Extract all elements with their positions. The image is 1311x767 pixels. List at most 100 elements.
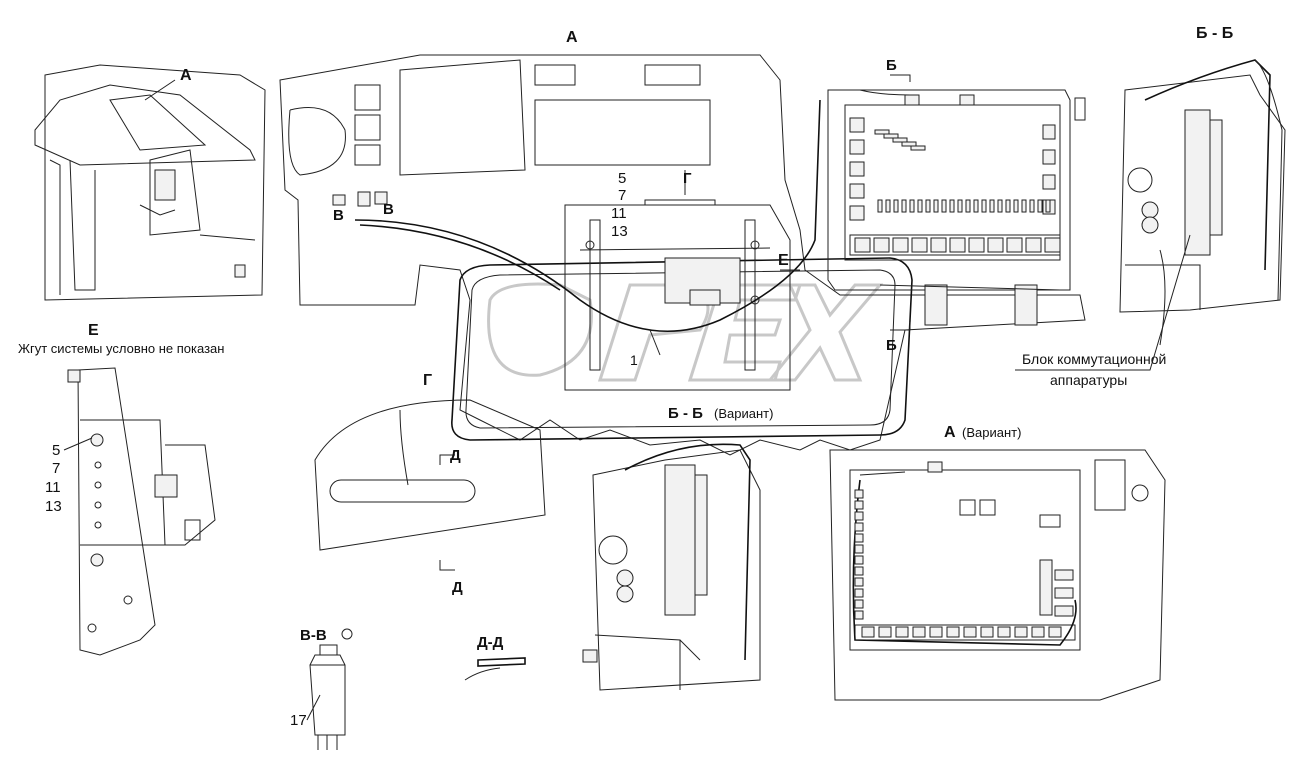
connector-bottom: [911, 237, 928, 253]
section-d-bottom-label: Д: [452, 579, 463, 596]
variant-word-1: (Вариант): [714, 406, 773, 421]
view-g-title: Г: [423, 372, 432, 389]
terminal-pin: [997, 199, 1003, 213]
connector-right: [1042, 124, 1056, 140]
variant-connector-right: [1054, 569, 1074, 581]
variant-connector-left: [854, 577, 864, 587]
e-callout-5: 5: [52, 442, 60, 459]
terminal-pin: [981, 199, 987, 213]
connector-right: [1042, 149, 1056, 165]
variant-connector-bottom: [1048, 626, 1062, 638]
callout-17: 17: [290, 712, 307, 729]
variant-connector-left: [854, 489, 864, 499]
e-callout-11: 11: [45, 479, 61, 496]
section-b-top-label: Б: [886, 57, 897, 74]
e-callout-7: 7: [52, 460, 60, 477]
view-a-variant-connectors: [854, 489, 1074, 638]
connector-left: [849, 117, 865, 133]
variant-connector-bottom: [980, 626, 994, 638]
terminal-pin: [917, 199, 923, 213]
fuse: [892, 137, 908, 143]
section-vv-title: В-В: [300, 627, 327, 644]
terminal-pin: [973, 199, 979, 213]
variant-connector-bottom: [946, 626, 960, 638]
variant-word-2: (Вариант): [962, 425, 1021, 440]
variant-connector-left: [854, 610, 864, 620]
fuse: [910, 145, 926, 151]
terminal-pin: [893, 199, 899, 213]
connector-left: [849, 139, 865, 155]
terminal-pin: [965, 199, 971, 213]
cab-side-view: [34, 64, 266, 301]
fuse: [874, 129, 890, 135]
terminal-pin: [925, 199, 931, 213]
connector-bottom: [873, 237, 890, 253]
callout-5: 5: [618, 170, 626, 187]
variant-connector-bottom: [895, 626, 909, 638]
connector-bottom: [892, 237, 909, 253]
connector-bottom: [987, 237, 1004, 253]
terminal-pin: [941, 199, 947, 213]
view-v-right-label: В: [383, 201, 394, 218]
variant-connector-left: [854, 588, 864, 598]
e-callout-13: 13: [45, 498, 62, 515]
section-d-top-label: Д: [450, 447, 461, 464]
dashboard-main-view: [279, 54, 1086, 456]
variant-connector-left: [854, 522, 864, 532]
variant-connector-bottom: [1014, 626, 1028, 638]
view-v-left-label: В: [333, 207, 344, 224]
connector-bottom: [1006, 237, 1023, 253]
connector-left: [849, 205, 865, 221]
section-bb-variant-view: [582, 443, 761, 691]
terminal-pin: [1005, 199, 1011, 213]
variant-connector-bottom: [861, 626, 875, 638]
variant-connector-left: [854, 555, 864, 565]
fuse: [883, 133, 899, 139]
view-e-bracket: [67, 367, 216, 656]
section-b-bottom-label: Б: [886, 337, 897, 354]
terminal-pin: [877, 199, 883, 213]
connector-bottom: [968, 237, 985, 253]
callout-7: 7: [618, 187, 626, 204]
terminal-pin: [989, 199, 995, 213]
terminal-pin: [933, 199, 939, 213]
callout-1: 1: [630, 352, 638, 368]
section-bb-view: [1119, 59, 1286, 346]
switching-unit-connectors: [849, 117, 1061, 253]
variant-connector-bottom: [997, 626, 1011, 638]
view-a-variant-title: А: [944, 424, 956, 441]
variant-connector-left: [854, 511, 864, 521]
connector-right: [1042, 174, 1056, 190]
connector-bottom: [854, 237, 871, 253]
terminal-pin: [949, 199, 955, 213]
terminal-pin: [909, 199, 915, 213]
terminal-pin: [1021, 199, 1027, 213]
terminal-pin: [1037, 199, 1043, 213]
terminal-pin: [901, 199, 907, 213]
section-vv-switch: [309, 628, 353, 750]
connector-bottom: [1044, 237, 1061, 253]
terminal-pin: [885, 199, 891, 213]
arrow-e-label: Е: [778, 252, 789, 269]
view-a-title: А: [566, 29, 578, 46]
variant-connector-bottom: [912, 626, 926, 638]
view-a-variant: [829, 449, 1166, 701]
variant-connector-left: [854, 599, 864, 609]
harness-note: Жгут системы условно не показан: [18, 341, 224, 356]
variant-connector-bottom: [878, 626, 892, 638]
variant-connector-left: [854, 566, 864, 576]
section-dd-detail: [464, 657, 526, 681]
variant-connector-left: [854, 500, 864, 510]
fuse: [901, 141, 917, 147]
variant-connector-bottom: [929, 626, 943, 638]
switching-unit-main: [827, 89, 1086, 326]
callout-13: 13: [611, 223, 628, 240]
variant-connector-bottom: [1031, 626, 1045, 638]
section-dd-title: Д-Д: [477, 634, 504, 651]
terminal-pin: [1029, 199, 1035, 213]
connector-bottom: [949, 237, 966, 253]
terminal-pin: [1045, 199, 1051, 213]
variant-connector-left: [854, 544, 864, 554]
connector-bottom: [930, 237, 947, 253]
